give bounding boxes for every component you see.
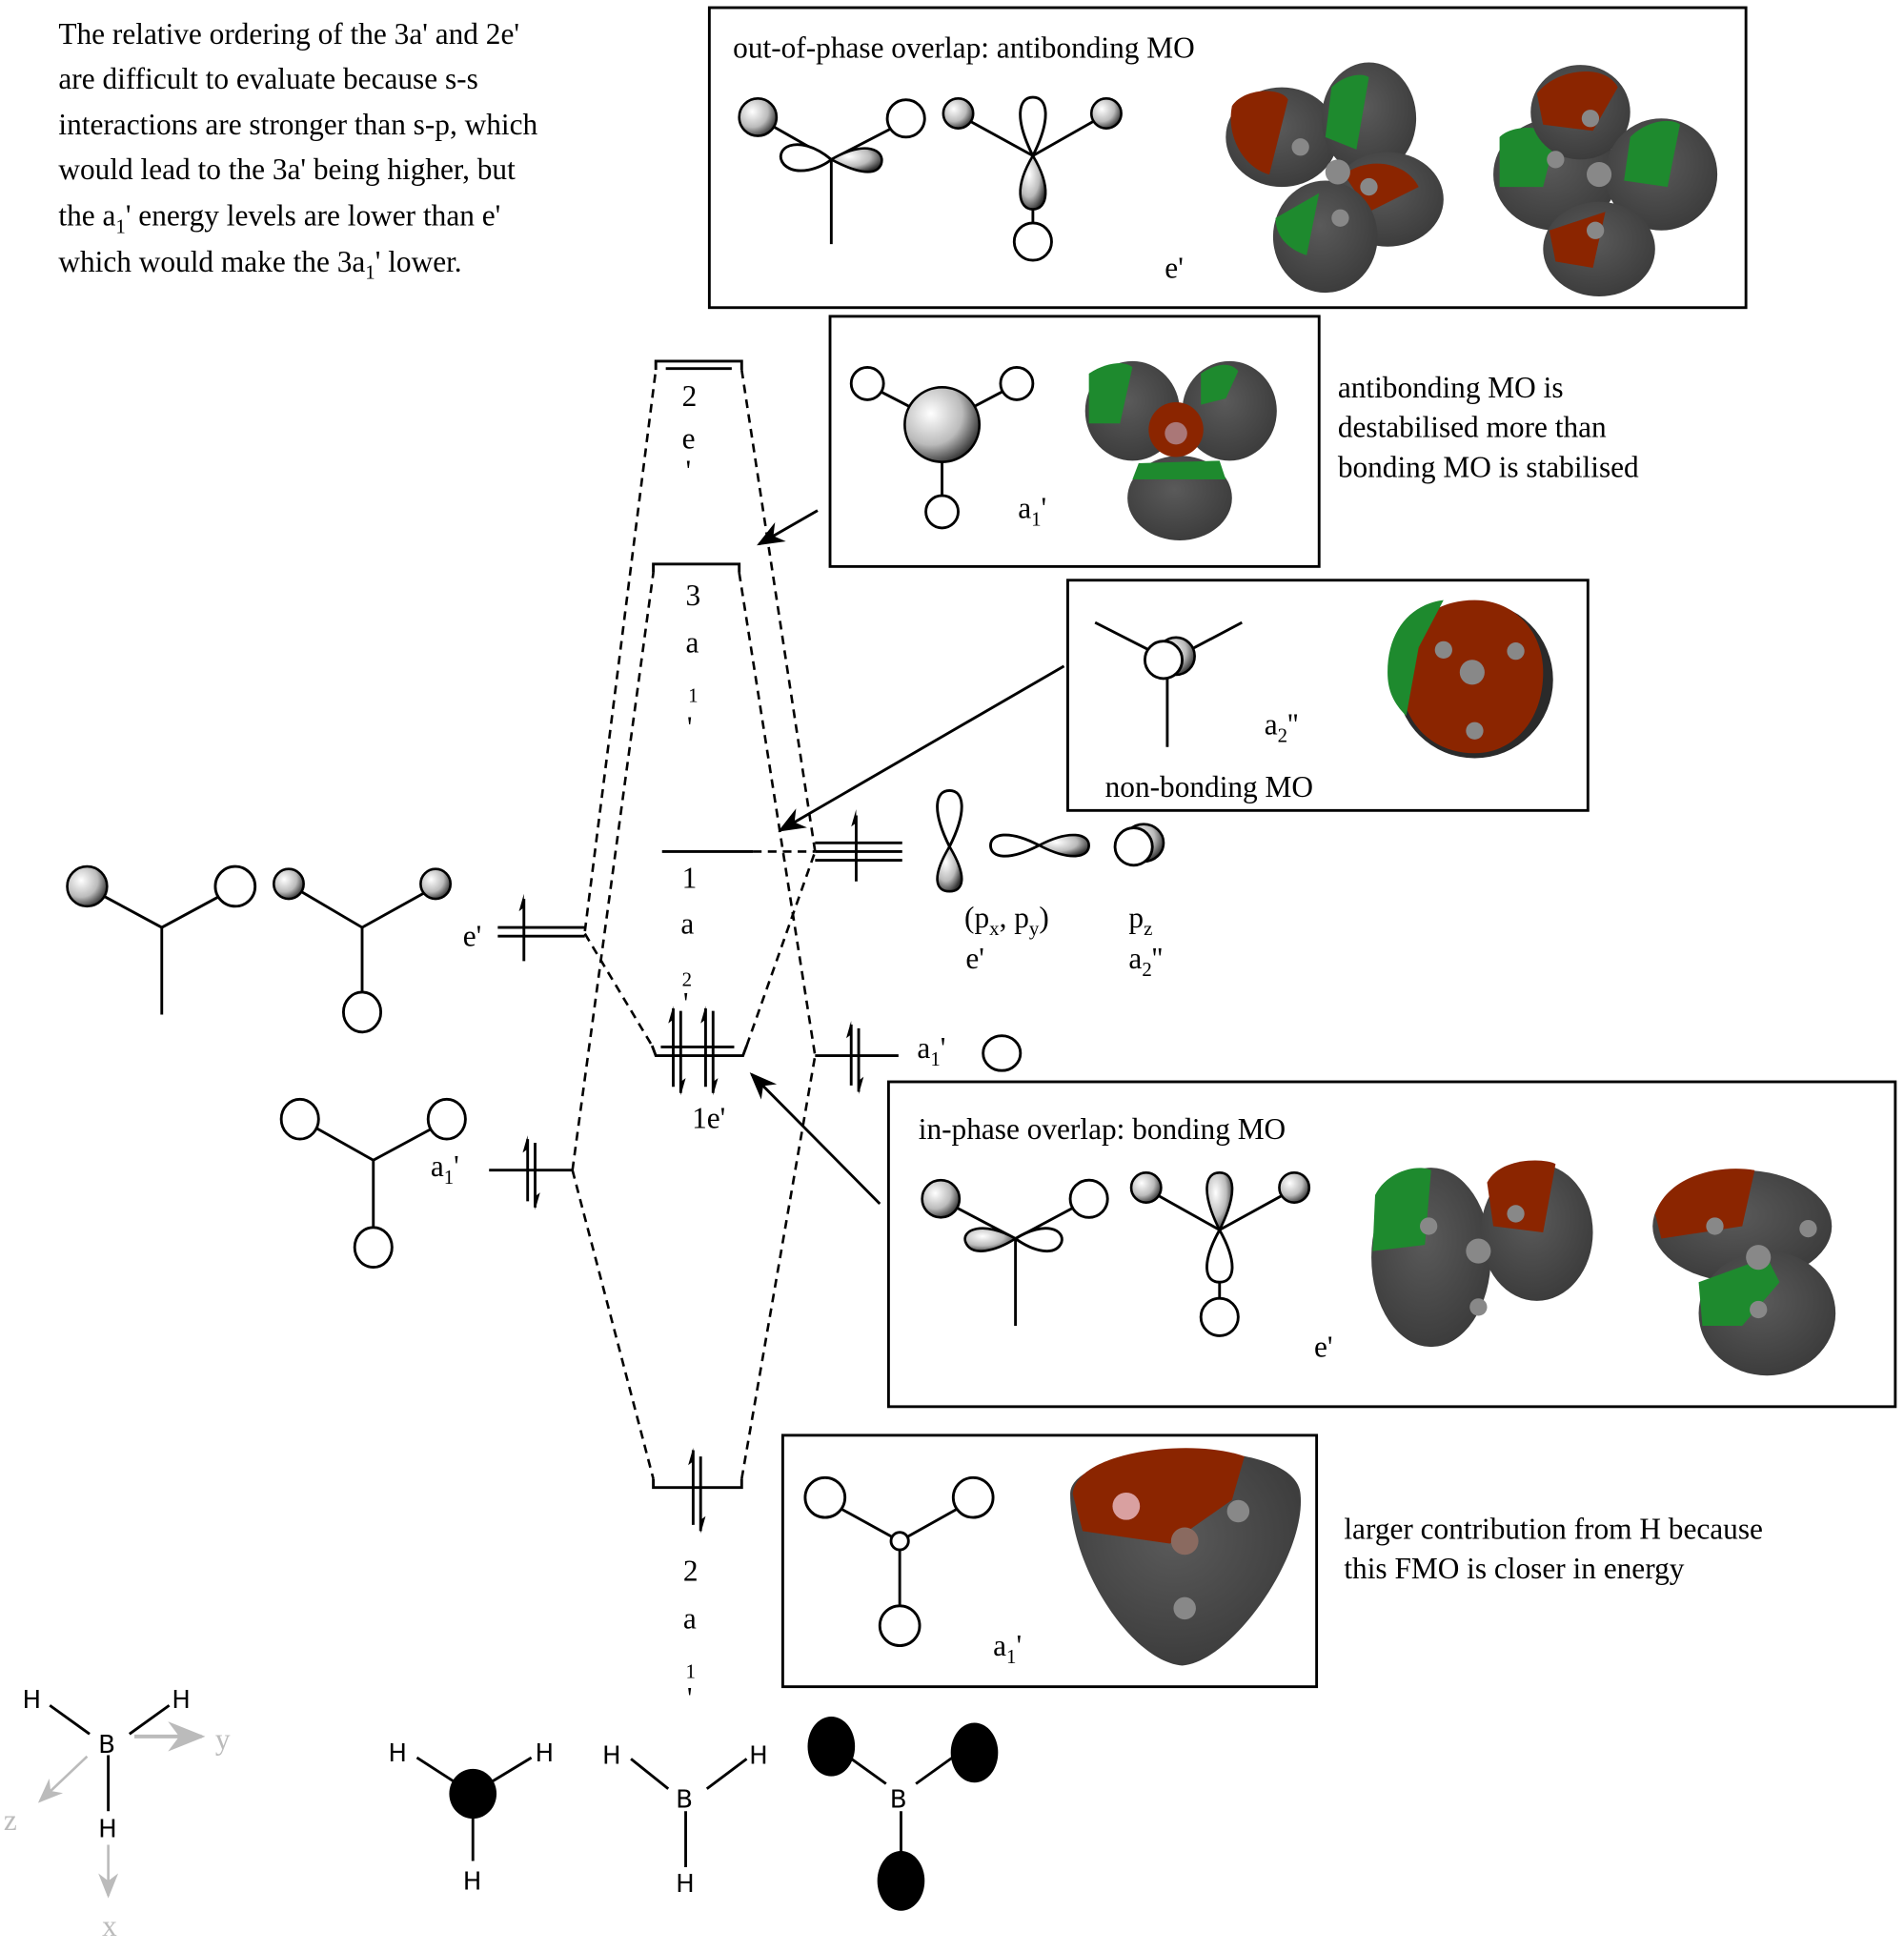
- mo-surface-bonding-2: [1652, 1169, 1836, 1376]
- svg-text:are difficult to evaluate beca: are difficult to evaluate because s-s: [58, 62, 477, 95]
- svg-text:larger contribution from H bec: larger contribution from H because: [1344, 1512, 1763, 1545]
- svg-text:2: 2: [683, 1555, 699, 1588]
- svg-text:a1': a1': [993, 1629, 1022, 1668]
- boron-s-orbital: [903, 386, 982, 463]
- svg-text:pz: pz: [1128, 901, 1152, 940]
- h3-fragment-orbitals: e' a1': [66, 864, 585, 1270]
- box-title: out-of-phase overlap: antibonding MO: [733, 30, 1195, 64]
- antibonding-e-box: out-of-phase overlap: antibonding MO e': [707, 6, 1748, 310]
- svg-text:': ': [686, 454, 692, 487]
- svg-text:2: 2: [682, 967, 692, 990]
- orbital-sketch-2: [942, 95, 1123, 262]
- symmetry-label: e': [1165, 251, 1184, 284]
- svg-text:H: H: [749, 1742, 768, 1771]
- svg-text:a: a: [680, 907, 694, 941]
- symmetry-label: a1': [1018, 491, 1046, 530]
- svg-text:(px, py): (px, py): [964, 901, 1049, 940]
- svg-text:B: B: [676, 1785, 693, 1814]
- svg-text:H: H: [676, 1870, 695, 1899]
- bonding-a1-box: a1' larger contribution from H because t…: [780, 1434, 1763, 1689]
- antibonding-caption: antibonding MO is destabilised more than…: [1338, 371, 1639, 484]
- box-title: in-phase overlap: bonding MO: [919, 1112, 1286, 1146]
- svg-text:1: 1: [686, 1660, 696, 1683]
- svg-text:a: a: [686, 625, 699, 659]
- mo-surface-a1-bonding: [1070, 1448, 1302, 1666]
- svg-text:would lead to the 3a' being hi: would lead to the 3a' being higher, but: [58, 152, 516, 186]
- svg-text:a1': a1': [431, 1149, 459, 1189]
- svg-text:H: H: [388, 1739, 407, 1768]
- svg-text:H: H: [23, 1686, 42, 1715]
- svg-text:H: H: [98, 1816, 117, 1844]
- svg-text:interactions are stronger than: interactions are stronger than s-p, whic…: [58, 108, 537, 141]
- svg-text:a2'': a2'': [1128, 942, 1163, 981]
- svg-text:B: B: [98, 1731, 115, 1759]
- mo-surface-2: [1493, 65, 1718, 296]
- svg-text:': ': [687, 710, 693, 743]
- svg-text:1e': 1e': [692, 1101, 725, 1134]
- svg-text:H: H: [463, 1868, 482, 1897]
- antibonding-a1-box: a1' antibonding MO is destabilised more …: [828, 315, 1639, 568]
- bh3-structure: H H B H: [602, 1742, 768, 1900]
- e-label: e': [463, 920, 482, 953]
- mo-level-2a1: 2 a 1 ': [652, 1447, 743, 1715]
- mo-level-2e: 2 e ': [654, 359, 743, 487]
- mo-level-3a1: 3 a 1 ': [652, 562, 741, 743]
- svg-text:a1': a1': [917, 1031, 945, 1070]
- svg-text:z: z: [4, 1803, 17, 1837]
- svg-text:H: H: [172, 1686, 191, 1715]
- symmetry-label: e': [1314, 1331, 1333, 1364]
- boron-orbital-structure: B: [807, 1717, 999, 1911]
- svg-text:a2'': a2'': [1265, 708, 1299, 747]
- bonding-e-box: in-phase overlap: bonding MO e': [886, 1080, 1897, 1409]
- svg-text:e: e: [682, 421, 696, 455]
- mo-surface-a1-antibonding: [1084, 360, 1277, 540]
- svg-text:the a1' energy levels are lowe: the a1' energy levels are lower than e': [58, 199, 500, 238]
- svg-text:3: 3: [686, 579, 701, 612]
- svg-text:2: 2: [682, 379, 698, 413]
- svg-text:which would make the 3a1' lowe: which would make the 3a1' lower.: [58, 245, 461, 284]
- box-title: non-bonding MO: [1105, 770, 1313, 803]
- svg-text:': ': [687, 1681, 693, 1715]
- mo-surface-a2: [1387, 600, 1553, 759]
- coordinate-axes: H H B H y z x: [4, 1686, 231, 1942]
- svg-text:H: H: [536, 1739, 555, 1768]
- svg-text:antibonding MO is: antibonding MO is: [1338, 371, 1564, 404]
- boron-atomic-orbitals: (px, py) e' pz a2'' a1': [815, 788, 1165, 1095]
- svg-text:x: x: [102, 1909, 117, 1942]
- pointer-arrows: [749, 509, 1065, 1205]
- svg-text:B: B: [890, 1785, 907, 1814]
- nonbonding-box: a2'' non-bonding MO: [1066, 579, 1590, 812]
- mo-surface-1: [1225, 62, 1444, 294]
- svg-text:bonding MO is stabilised: bonding MO is stabilised: [1338, 450, 1639, 483]
- mo-level-1e: 1e': [650, 1006, 748, 1134]
- svg-text:e': e': [965, 942, 984, 975]
- explanation-note: The relative ordering of the 3a' and 2e'…: [58, 17, 537, 284]
- h3-structure: H H H: [388, 1739, 554, 1897]
- svg-text:y: y: [215, 1722, 231, 1756]
- svg-text:': ': [683, 986, 689, 1020]
- svg-text:a: a: [683, 1601, 697, 1635]
- svg-text:The relative ordering of the 3: The relative ordering of the 3a' and 2e': [58, 17, 519, 51]
- orbital-sketch-1: [738, 97, 926, 245]
- bonding-caption: larger contribution from H because this …: [1344, 1512, 1763, 1585]
- svg-text:H: H: [602, 1742, 621, 1771]
- correlation-lines: [571, 369, 817, 1479]
- svg-text:1: 1: [688, 684, 698, 707]
- mo-level-1a2: 1 a 2 ': [661, 849, 816, 1020]
- mo-surface-bonding-1: [1371, 1160, 1593, 1348]
- svg-text:this FMO is closer in energy: this FMO is closer in energy: [1344, 1552, 1684, 1585]
- svg-text:destabilised more than: destabilised more than: [1338, 411, 1607, 444]
- svg-text:1: 1: [682, 861, 698, 894]
